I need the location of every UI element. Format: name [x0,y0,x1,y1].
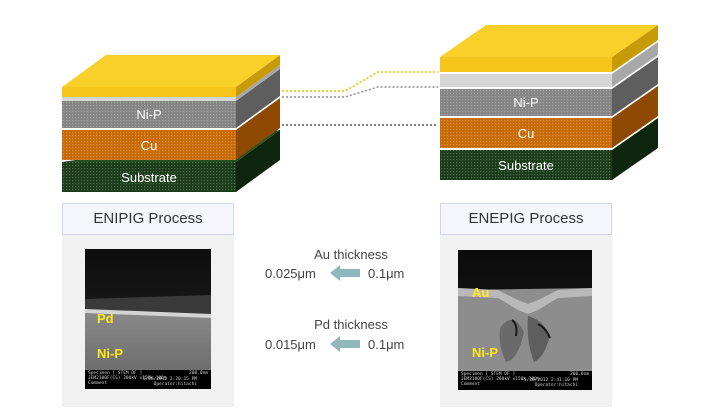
enipig-title: ENIPIG Process [62,203,234,235]
enipig-sem-scale: 200.0nm [189,371,208,376]
enipig-sem-date: 5/26/2012 2:20:15 PM [142,377,197,382]
enepig-sem-texture [458,250,592,390]
enipig-sem-specimen: Specimen [ STEM DF ] [88,371,143,376]
enepig-sem-au-label: Au [472,285,490,300]
enepig-sem-operator: Operator:hitachi [534,383,578,388]
enipig-sem-image: Pd Ni-P Specimen [ STEM DF ] JEM2100F(CS… [85,249,211,389]
enipig-sem-comment: Comment [88,381,107,386]
enepig-sem-date: 5/26/2012 2:41:10 PM [523,378,578,383]
enepig-au-thickness-value: 0.1μm [368,266,405,281]
enepig-stack [440,25,658,180]
layer-connector-lines [282,71,438,126]
enepig-title: ENEPIG Process [440,203,612,235]
enepig-sem-instrument: JEM2100F(CS) 200kV x150k 100% [461,377,540,382]
layer-stacks-diagram [62,25,658,192]
au-comparison-arrow-icon [330,265,360,281]
enepig-sem-scale: 200.0nm [570,372,589,377]
enepig-sem-info-bar: Specimen [ STEM DF ] JEM2100F(CS) 200kV … [458,371,592,390]
enipig-sem-pd-label: Pd [97,311,114,326]
enipig-nip-layer-label: Ni-P [136,107,162,122]
enipig-au-thickness-value: 0.025μm [265,266,316,281]
enipig-substrate-layer-label: Substrate [121,170,177,185]
pd-thickness-label: Pd thickness [314,317,388,332]
enepig-sem-nip-label: Ni-P [472,345,498,360]
enipig-stack [62,55,280,192]
enepig-sem-specimen: Specimen [ STEM DF ] [461,372,516,377]
enepig-cu-layer-label: Cu [517,126,535,141]
enepig-substrate-layer-label: Substrate [498,158,554,173]
enipig-cu-layer-label: Cu [140,138,158,153]
enepig-sem-image: Au Ni-P Specimen [ STEM DF ] JEM2100F(CS… [458,250,592,390]
pd-comparison-arrow-icon [330,336,360,352]
enipig-sem-nip-label: Ni-P [97,346,123,361]
enepig-pd-thickness-value: 0.1μm [368,337,405,352]
enipig-sem-texture [85,249,211,389]
enepig-sem-comment: Comment [461,382,480,387]
enipig-sem-operator: Operator:hitachi [153,382,197,387]
enipig-sem-instrument: JEM2100F(CS) 200kV x150k 100% [88,376,167,381]
enepig-nip-layer-label: Ni-P [513,95,539,110]
au-thickness-label: Au thickness [314,247,388,262]
enipig-sem-info-bar: Specimen [ STEM DF ] JEM2100F(CS) 200kV … [85,370,211,389]
enipig-pd-thickness-value: 0.015μm [265,337,316,352]
